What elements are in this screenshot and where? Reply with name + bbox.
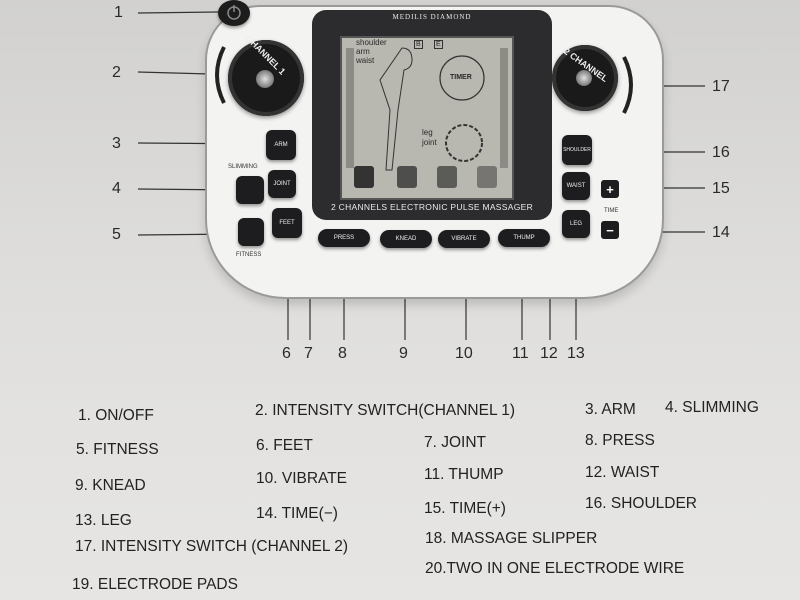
- callout-2: 2: [112, 64, 121, 81]
- legend-item-6: 6. FEET: [256, 437, 313, 454]
- legend-item-20: 20.TWO IN ONE ELECTRODE WIRE: [425, 560, 685, 577]
- legend-item-16: 16. SHOULDER: [585, 495, 697, 512]
- lcd-caption: 2 CHANNELS ELECTRONIC PULSE MASSAGER: [330, 202, 534, 212]
- power-button[interactable]: [218, 0, 250, 26]
- lcd-label-e: E: [434, 40, 443, 49]
- callout-14: 14: [712, 224, 730, 241]
- lcd-graphics: [346, 47, 508, 188]
- feet-button[interactable]: FEET: [272, 208, 302, 238]
- lcd-screen: shoulder arm waist B E TIMER leg joint: [340, 36, 514, 200]
- power-icon: [227, 5, 241, 20]
- callout-16: 16: [712, 144, 730, 161]
- legend-item-2: 2. INTENSITY SWITCH(CHANNEL 1): [255, 402, 516, 419]
- callout-3: 3: [112, 135, 121, 152]
- slimming-label: SLIMMING: [228, 164, 258, 170]
- knob-1-center: [256, 70, 274, 88]
- callout-13: 13: [567, 345, 585, 362]
- arm-button[interactable]: ARM: [266, 130, 296, 160]
- legend-item-10: 10. VIBRATE: [256, 470, 348, 487]
- brand-label: MEDILIS DIAMOND: [392, 13, 472, 21]
- callout-1: 1: [114, 4, 123, 21]
- legend-item-7: 7. JOINT: [424, 434, 487, 451]
- knead-button[interactable]: KNEAD: [380, 230, 432, 248]
- vibrate-button[interactable]: VIBRATE: [438, 230, 490, 248]
- knob-2-center: [576, 70, 592, 86]
- knob-1-arc: [215, 46, 226, 104]
- waist-button[interactable]: WAIST: [562, 172, 590, 200]
- callout-6: 6: [282, 345, 291, 362]
- press-button[interactable]: PRESS: [318, 229, 370, 247]
- lcd-label-arm: arm: [356, 47, 370, 56]
- thump-button[interactable]: THUMP: [498, 229, 550, 247]
- time-minus-button[interactable]: −: [601, 221, 619, 239]
- legend-item-15: 15. TIME(+): [424, 500, 506, 517]
- shoulder-button[interactable]: SHOULDER: [562, 135, 592, 165]
- callout-9: 9: [399, 345, 408, 362]
- joint-button[interactable]: JOINT: [268, 170, 296, 198]
- legend-item-4: 4. SLIMMING: [665, 399, 759, 416]
- callout-8: 8: [338, 345, 347, 362]
- fitness-button[interactable]: [238, 218, 264, 246]
- lcd-label-b: B: [414, 40, 423, 49]
- callout-7: 7: [304, 345, 313, 362]
- lcd-label-waist: waist: [356, 56, 375, 65]
- legend-item-13: 13. LEG: [75, 512, 132, 529]
- time-plus-button[interactable]: +: [601, 180, 619, 198]
- knob-2-arc: [622, 56, 633, 114]
- callout-10: 10: [455, 345, 473, 362]
- fitness-label: FITNESS: [236, 252, 262, 258]
- legend-item-17: 17. INTENSITY SWITCH (CHANNEL 2): [75, 538, 349, 555]
- time-label: TIME: [604, 208, 619, 214]
- legend-item-12: 12. WAIST: [585, 464, 660, 481]
- legend-item-11: 11. THUMP: [424, 466, 504, 483]
- legend-item-8: 8. PRESS: [585, 432, 655, 449]
- lcd-label-joint: joint: [422, 138, 437, 147]
- legend-item-14: 14. TIME(−): [256, 505, 338, 522]
- legend-item-3: 3. ARM: [585, 401, 636, 418]
- legend-item-9: 9. KNEAD: [75, 477, 146, 494]
- lcd-label-shoulder: shoulder: [356, 38, 387, 47]
- callout-12: 12: [540, 345, 558, 362]
- legend-item-19: 19. ELECTRODE PADS: [72, 576, 238, 593]
- lcd-label-leg: leg: [422, 128, 433, 137]
- callout-4: 4: [112, 180, 121, 197]
- callout-15: 15: [712, 180, 730, 197]
- callout-5: 5: [112, 226, 121, 243]
- callout-17: 17: [712, 78, 730, 95]
- leg-button[interactable]: LEG: [562, 210, 590, 238]
- legend-item-1: 1. ON/OFF: [78, 407, 154, 424]
- legend-item-18: 18. MASSAGE SLIPPER: [425, 530, 598, 547]
- callout-11: 11: [512, 345, 529, 362]
- slimming-button[interactable]: [236, 176, 264, 204]
- legend-item-5: 5. FITNESS: [76, 441, 159, 458]
- lcd-label-timer: TIMER: [450, 74, 472, 81]
